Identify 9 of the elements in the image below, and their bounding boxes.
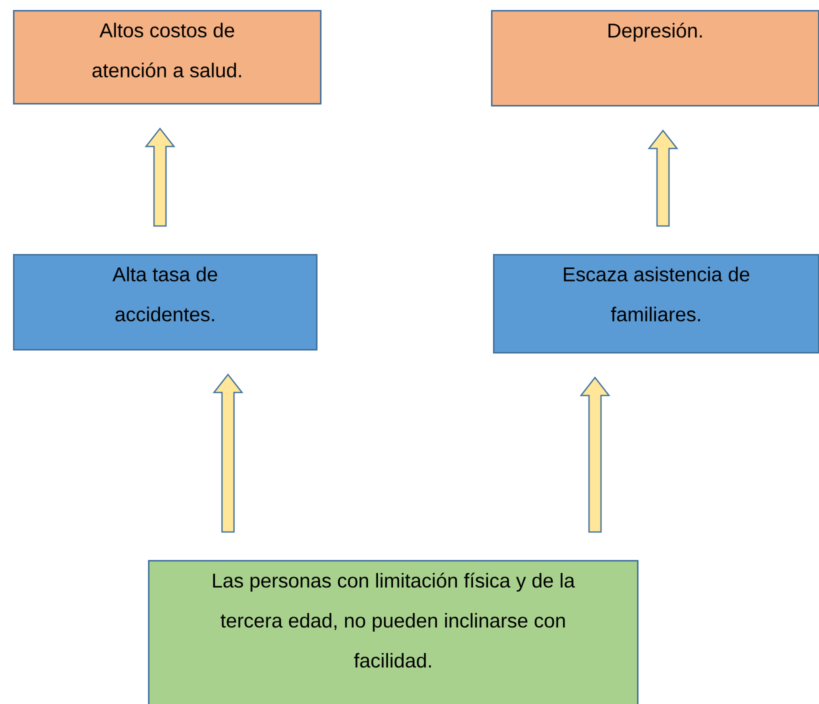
text-box: Altos costos de atención a salud. <box>13 10 322 104</box>
text-box: Alta tasa de accidentes. <box>13 254 318 350</box>
block-arrow <box>212 373 244 533</box>
block-arrow <box>648 129 678 227</box>
text-box: Escaza asistencia de familiares. <box>493 254 819 354</box>
text-box: Las personas con limitación física y de la tercera edad, no pueden inclinarse con facilidad. <box>148 560 638 704</box>
block-arrow <box>144 127 176 227</box>
text-box: Depresión. <box>491 10 819 106</box>
block-arrow <box>580 376 610 533</box>
